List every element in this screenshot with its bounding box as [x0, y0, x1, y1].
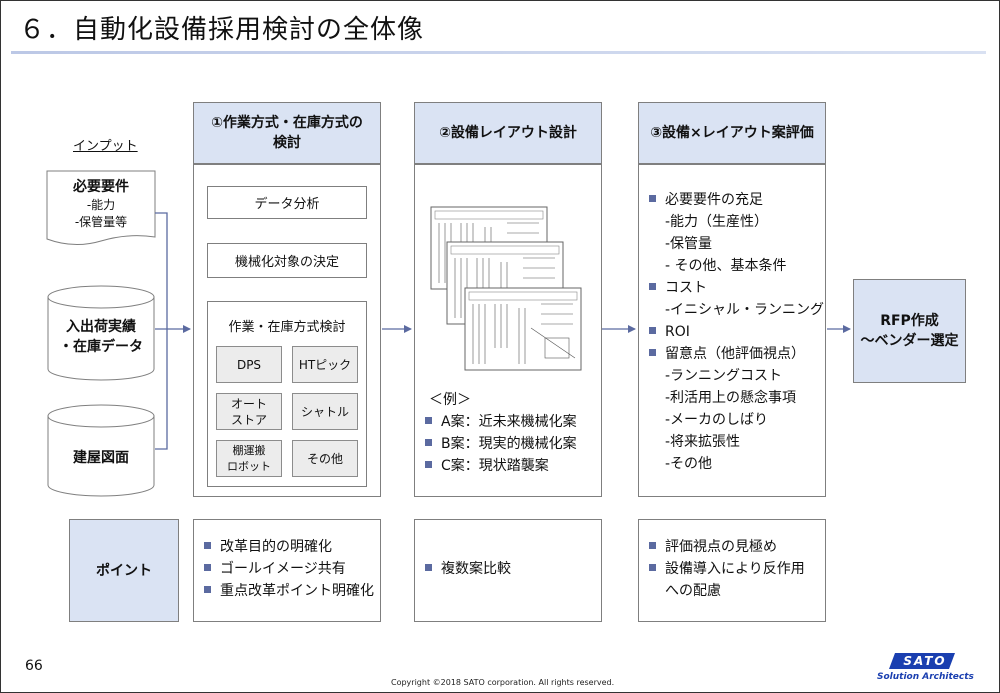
page-number: 66	[25, 658, 43, 674]
col2-header: ②設備レイアウト設計	[414, 102, 602, 164]
points-col3: 評価視点の見極め 設備導入により反作用 への配慮	[638, 519, 826, 622]
logo-text: SATO	[903, 654, 947, 668]
step-mechanization-target: 機械化対象の決定	[207, 243, 367, 278]
points-col1: 改革目的の明確化 ゴールイメージ共有 重点改革ポイント明確化	[193, 519, 381, 622]
evaluation-subitem: - その他、基本条件	[665, 258, 787, 274]
input-heading: インプット	[73, 139, 138, 154]
option-dps: DPS	[216, 346, 282, 383]
evaluation-list: 必要要件の充足 -能力（生産性） -保管量 - その他、基本条件コスト -イニシャル・ラ…	[649, 189, 824, 475]
bullet-icon	[649, 326, 656, 334]
title-underline	[11, 51, 986, 54]
evaluation-item: コスト	[649, 277, 824, 299]
example-item: C案：現状踏襲案	[425, 455, 577, 477]
bullet-icon	[425, 563, 432, 571]
bullet-icon	[204, 585, 211, 593]
bullet-icon	[649, 541, 656, 549]
requirements-line-1: -能力	[86, 198, 116, 212]
point-item: 重点改革ポイント明確化	[204, 580, 374, 602]
layout-drawing-c	[464, 287, 582, 371]
bullet-icon	[425, 438, 432, 446]
col3-header: ③設備×レイアウト案評価	[638, 102, 826, 164]
input-merge-bracket	[155, 212, 168, 450]
evaluation-subitem: -利活用上の懸念事項	[665, 390, 797, 406]
points-col1-list: 改革目的の明確化 ゴールイメージ共有 重点改革ポイント明確化	[204, 536, 374, 602]
point-item: 評価視点の見極め	[649, 536, 805, 558]
bullet-icon	[649, 282, 656, 290]
bullet-icon	[204, 541, 211, 549]
points-label: ポイント	[69, 519, 179, 622]
slide-title: ６．自動化設備採用検討の全体像	[19, 15, 425, 45]
point-item: ゴールイメージ共有	[204, 558, 374, 580]
point-item: 設備導入により反作用	[649, 558, 805, 580]
bullet-icon	[425, 460, 432, 468]
evaluation-subitem: -保管量	[665, 236, 713, 252]
example-list: A案：近未来機械化案 B案：現実的機械化案 C案：現状踏襲案	[425, 411, 577, 477]
database-cylinder-building	[47, 404, 155, 497]
sato-logo	[889, 653, 955, 669]
evaluation-subitem: -イニシャル・ランニング	[665, 302, 825, 318]
bullet-icon	[649, 563, 656, 571]
option-other: その他	[292, 440, 358, 477]
requirements-doc: 必要要件 -能力 -保管量等	[47, 177, 155, 231]
bullet-icon	[649, 348, 656, 356]
output-rfp-box: RFP作成 ～ベンダー選定	[853, 279, 966, 383]
point-item: 改革目的の明確化	[204, 536, 374, 558]
col1-header-line-2: 検討	[272, 135, 301, 151]
evaluation-subitem: -能力（生産性）	[665, 214, 769, 230]
option-ht-pick: HTピック	[292, 346, 358, 383]
document-shape	[46, 170, 156, 245]
points-col2-list: 複数案比較	[425, 558, 511, 580]
evaluation-subitem: -その他	[665, 456, 713, 472]
points-col3-list: 評価視点の見極め 設備導入により反作用 への配慮	[649, 536, 805, 602]
points-col2: 複数案比較	[414, 519, 602, 622]
evaluation-item: 留意点（他評価視点）	[649, 343, 824, 365]
col1-header: ①作業方式・在庫方式の 検討	[193, 102, 381, 164]
evaluation-item: ROI	[649, 321, 824, 343]
requirements-title: 必要要件	[73, 179, 129, 195]
option-auto-store: オート ストア	[216, 393, 282, 430]
option-shuttle: シャトル	[292, 393, 358, 430]
evaluation-item: 必要要件の充足	[649, 189, 824, 211]
bullet-icon	[204, 563, 211, 571]
example-item: B案：現実的機械化案	[425, 433, 577, 455]
option-shelf-robot: 棚運搬 ロボット	[216, 440, 282, 477]
logo-subtitle: Solution Architects	[877, 672, 974, 682]
building-drawing: 建屋図面	[73, 450, 129, 466]
example-label: ＜例＞	[429, 392, 471, 408]
col2-body: ＜例＞ A案：近未来機械化案 B案：現実的機械化案 C案：現状踏襲案	[414, 164, 602, 497]
shipping-data: 入出荷実績 ・在庫データ	[47, 317, 155, 357]
point-item-continuation: への配慮	[665, 583, 721, 599]
evaluation-subitem: -ランニングコスト	[665, 368, 783, 384]
step-data-analysis: データ分析	[207, 186, 367, 219]
evaluation-subitem: -将来拡張性	[665, 434, 741, 450]
output-line-1: RFP作成	[880, 313, 939, 329]
study-title: 作業・在庫方式検討	[228, 320, 346, 335]
col3-body: 必要要件の充足 -能力（生産性） -保管量 - その他、基本条件コスト -イニシャル・ラ…	[638, 164, 826, 497]
evaluation-subitem: -メーカのしばり	[665, 412, 769, 428]
shipping-line-1: 入出荷実績	[66, 319, 136, 335]
database-cylinder-shipping	[47, 285, 155, 381]
requirements-line-2: -保管量等	[74, 215, 128, 229]
bullet-icon	[425, 416, 432, 424]
output-line-2: ～ベンダー選定	[860, 333, 959, 349]
shipping-line-2: ・在庫データ	[59, 339, 143, 355]
copyright-text: Copyright ©2018 SATO corporation. All ri…	[391, 678, 615, 687]
bullet-icon	[649, 194, 656, 202]
example-item: A案：近未来機械化案	[425, 411, 577, 433]
point-item: 複数案比較	[425, 558, 511, 580]
col1-header-line-1: ①作業方式・在庫方式の	[211, 115, 363, 131]
